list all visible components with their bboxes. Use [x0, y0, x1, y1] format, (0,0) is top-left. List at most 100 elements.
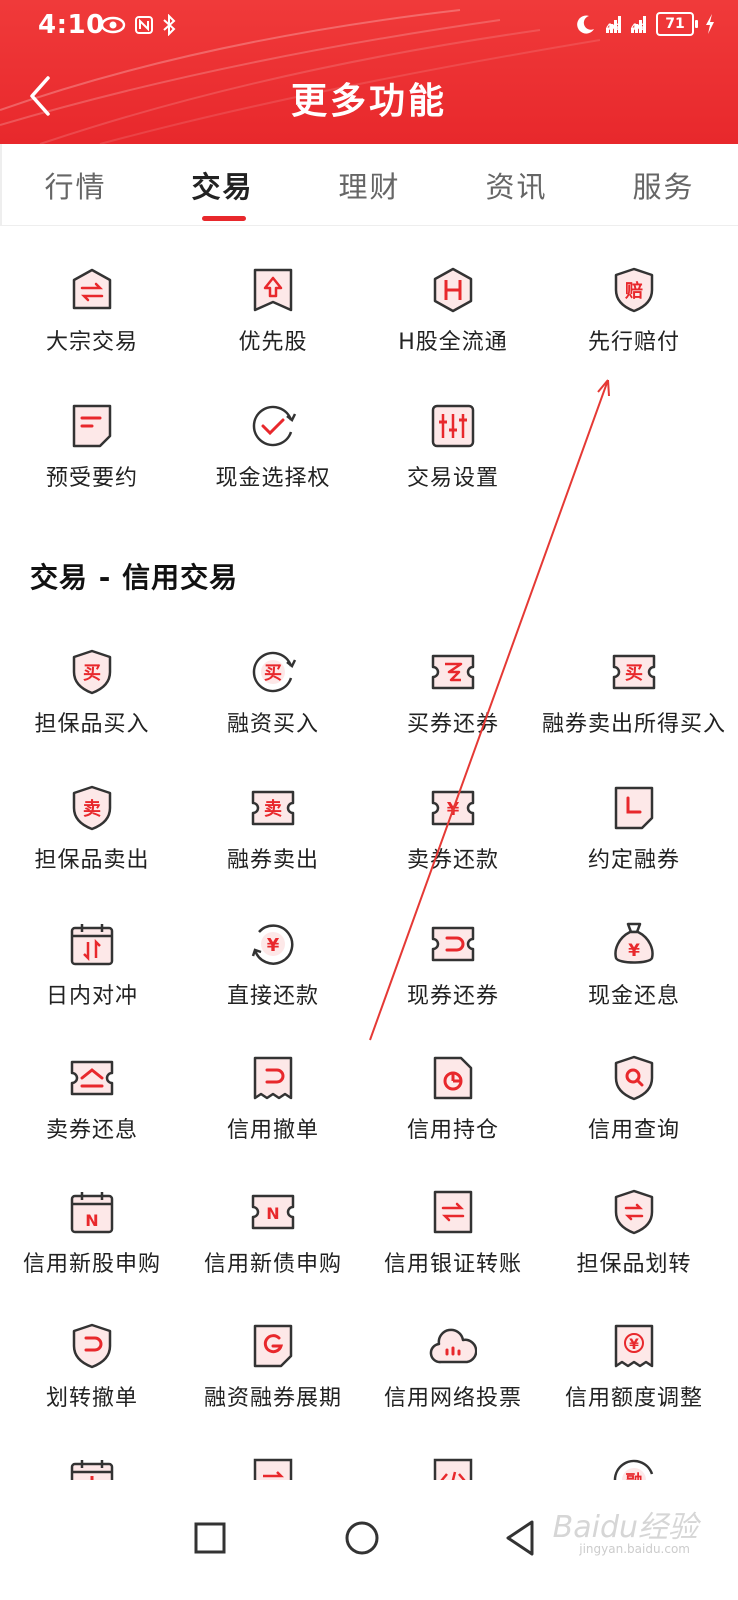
grid-item-short-proceeds-buy[interactable]: 买 融券卖出所得买入 — [542, 648, 726, 738]
tab-market[interactable]: 行情 — [44, 170, 107, 204]
grid-item-block-trade[interactable]: 大宗交易 — [0, 266, 184, 356]
grid-item-credit-online-vote[interactable]: 信用网络投票 — [361, 1322, 545, 1412]
grid-item-label: 约定融券 — [587, 848, 680, 873]
collateral-buy-shield-icon: 买 — [72, 649, 112, 695]
grid-item-credit-bank-transfer[interactable]: 信用银证转账 — [361, 1188, 545, 1278]
watermark-url: jingyan.baidu.com — [579, 1542, 690, 1556]
grid-item-buy-return[interactable]: 买券还券 — [361, 648, 545, 738]
spot-return-ticket-icon — [431, 926, 475, 962]
grid-item-label: 直接还款 — [226, 984, 319, 1009]
grid-item-margin-buy[interactable]: 买 融资买入 — [181, 648, 365, 738]
bluetooth-icon — [163, 14, 176, 36]
grid-item-credit-cancel[interactable]: 信用撤单 — [181, 1054, 365, 1144]
system-back-button[interactable] — [490, 1508, 550, 1568]
grid-item-credit-limit-adjust[interactable]: ¥ 信用额度调整 — [542, 1322, 726, 1412]
grid-item-label: 优先股 — [238, 330, 308, 355]
grid-item-label: 交易设置 — [406, 466, 499, 491]
exchange-arrows-icon — [72, 268, 112, 310]
page-title: 更多功能 — [290, 81, 447, 122]
grid-item-intraday-hedge[interactable]: 日内对冲 — [0, 920, 184, 1010]
grid-item-collateral-transfer[interactable]: 担保品划转 — [542, 1188, 726, 1278]
grid-item-credit-new-bond[interactable]: N 信用新债申购 — [181, 1188, 365, 1278]
credit-limit-adjust-icon: ¥ — [614, 1324, 654, 1368]
grid-item-label: 买券还券 — [406, 712, 499, 737]
short-proceeds-buy-ticket-icon: 买 — [612, 654, 656, 690]
grid-item-spot-return[interactable]: 现券还券 — [361, 920, 545, 1010]
network-label-1: 4G — [606, 22, 620, 33]
priority-share-icon — [253, 268, 293, 312]
credit-position-doc-icon — [433, 1056, 473, 1100]
icon-glyph: 卖 — [264, 798, 282, 820]
grid-item-agreed-lending[interactable]: 约定融券 — [542, 784, 726, 874]
charging-icon — [706, 14, 714, 34]
grid-item-margin-extension[interactable]: 融资融券展期 — [181, 1322, 365, 1412]
grid-item-cash-interest[interactable]: ¥ 现金还息 — [542, 920, 726, 1010]
grid-item-tender-offer[interactable]: 预受要约 — [0, 402, 184, 492]
grid-item-label: 现金选择权 — [215, 466, 331, 491]
grid-item-advance-compensation[interactable]: 赔 先行赔付 — [542, 266, 726, 356]
tab-news[interactable]: 资讯 — [485, 170, 548, 204]
grid-item-label: H股全流通 — [398, 330, 508, 355]
grid-item-collateral-sell[interactable]: 卖 担保品卖出 — [0, 784, 184, 874]
grid-item-label: 融券卖出所得买入 — [542, 712, 727, 737]
home-button[interactable] — [332, 1508, 392, 1568]
status-bar: 4:10 4G 4G 71 — [0, 0, 738, 52]
network-label-2: 4G — [631, 22, 645, 33]
ipo-calendar-icon: N — [70, 1192, 114, 1234]
signal-icon-2: 4G — [631, 15, 646, 33]
cloud-vote-icon — [429, 1328, 477, 1364]
intraday-hedge-calendar-icon — [70, 924, 114, 966]
grid-item-label: 大宗交易 — [45, 330, 138, 355]
grid-item-trade-settings[interactable]: 交易设置 — [361, 402, 545, 492]
status-right: 4G 4G 71 — [574, 12, 716, 36]
transfer-cancel-shield-icon — [72, 1323, 112, 1369]
short-sell-ticket-icon: 卖 — [251, 790, 295, 826]
grid-item-h-share[interactable]: H股全流通 — [361, 266, 545, 356]
credit-section-title: 交易 - 信用交易 — [30, 561, 239, 594]
agreed-lending-doc-icon — [614, 786, 654, 830]
grid-item-transfer-cancel[interactable]: 划转撤单 — [0, 1322, 184, 1412]
icon-glyph: N — [85, 1211, 98, 1230]
header: 4:10 4G 4G 71 更多功能 — [0, 0, 738, 144]
direct-repay-icon: ¥ — [251, 924, 294, 965]
category-tabs: 行情 交易 理财 资讯 服务 — [0, 144, 738, 226]
icon-glyph: ¥ — [267, 935, 280, 956]
compensation-shield-icon: 赔 — [614, 267, 654, 313]
tab-wealth[interactable]: 理财 — [338, 170, 401, 204]
grid-item-label: 信用撤单 — [226, 1118, 319, 1143]
grid-item-collateral-buy[interactable]: 买 担保品买入 — [0, 648, 184, 738]
tab-trade[interactable]: 交易 — [191, 170, 254, 204]
grid-item-label: 信用新债申购 — [203, 1252, 342, 1277]
grid-item-label: 信用额度调整 — [564, 1386, 703, 1411]
grid-item-preferred-stock[interactable]: 优先股 — [181, 266, 365, 356]
grid-item-sell-repay[interactable]: ¥ 卖券还款 — [361, 784, 545, 874]
eye-icon — [100, 16, 126, 34]
grid-item-label: 信用网络投票 — [383, 1386, 522, 1411]
grid-item-label: 融资融券展期 — [203, 1386, 342, 1411]
grid-item-sell-interest[interactable]: 卖券还息 — [0, 1054, 184, 1144]
status-left-icons — [100, 14, 176, 36]
grid-item-credit-position[interactable]: 信用持仓 — [361, 1054, 545, 1144]
grid-item-label: 预受要约 — [45, 466, 138, 491]
grid-item-label: 融券卖出 — [226, 848, 319, 873]
grid-item-credit-ipo[interactable]: N 信用新股申购 — [0, 1188, 184, 1278]
icon-glyph: 买 — [264, 663, 282, 684]
tab-services[interactable]: 服务 — [632, 170, 695, 204]
grid-item-label: 担保品划转 — [576, 1252, 692, 1277]
recent-apps-button[interactable] — [180, 1508, 240, 1568]
settings-sliders-icon — [431, 404, 475, 448]
icon-glyph: 买 — [83, 663, 101, 684]
grid-item-credit-query[interactable]: 信用查询 — [542, 1054, 726, 1144]
grid-item-short-sell[interactable]: 卖 融券卖出 — [181, 784, 365, 874]
grid-item-direct-repay[interactable]: ¥ 直接还款 — [181, 920, 365, 1010]
icon-glyph: 赔 — [625, 280, 643, 302]
document-icon — [72, 404, 112, 448]
back-button[interactable] — [22, 72, 62, 120]
signal-icon-1: 4G — [606, 15, 621, 33]
bank-transfer-doc-icon — [433, 1190, 473, 1234]
sell-interest-ticket-icon — [70, 1060, 114, 1096]
moon-icon — [577, 15, 594, 34]
grid-item-cash-option[interactable]: 现金选择权 — [181, 402, 365, 492]
system-nav-bar — [0, 1480, 738, 1600]
icon-glyph: 卖 — [83, 798, 101, 820]
